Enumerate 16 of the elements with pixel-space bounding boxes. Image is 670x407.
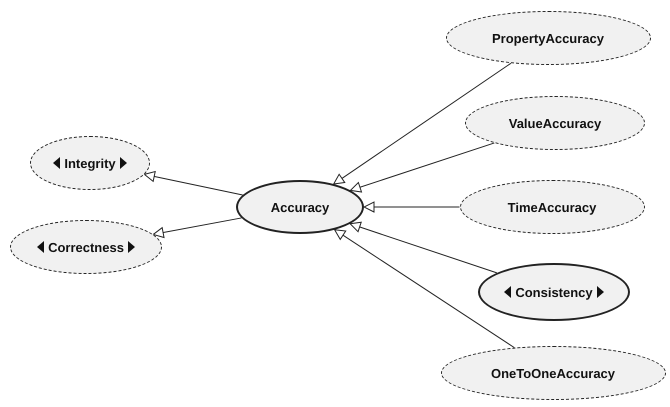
class-ellipse (236, 180, 364, 234)
class-name: OneToOneAccuracy (490, 366, 616, 380)
class-name: TimeAccuracy (508, 200, 596, 214)
class-name: PropertyAccuracy (492, 30, 604, 46)
inheritance-arrow (152, 217, 242, 238)
class-name: Integrity (64, 156, 116, 170)
inheritance-arrow (144, 171, 244, 196)
class-name: Consistency (515, 284, 593, 300)
class-name: Accuracy (270, 200, 330, 214)
class-name: Correctness (48, 240, 124, 254)
inheritance-arrow (350, 222, 498, 274)
inheritance-arrow (333, 62, 512, 185)
class-name: ValueAccuracy (508, 116, 602, 130)
inheritance-arrow (334, 229, 515, 348)
inheritance-arrow (350, 142, 495, 192)
inheritance-arrow (364, 202, 460, 212)
